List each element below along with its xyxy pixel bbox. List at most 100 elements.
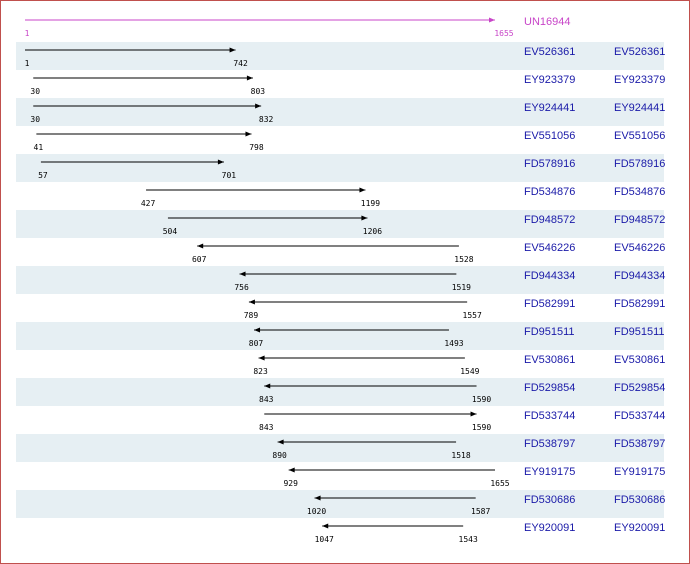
alignment-end-label: 1557 (463, 311, 482, 320)
alignment-id2-link[interactable]: FD538797 (614, 438, 666, 450)
alignment-row (16, 378, 664, 406)
arrow-head (229, 47, 236, 53)
alignment-id2-link[interactable]: EY919175 (614, 466, 666, 478)
alignment-id-link[interactable]: EV551056 (524, 130, 576, 142)
alignment-end-label: 798 (249, 143, 264, 152)
alignment-start-label: 807 (249, 339, 264, 348)
alignment-start-label: 1 (25, 59, 30, 68)
arrow-head (361, 215, 368, 221)
arrow-head (245, 131, 252, 137)
arrow-head (217, 159, 224, 165)
alignment-id-link[interactable]: FD533744 (524, 410, 576, 422)
alignment-id-link[interactable]: FD582991 (524, 298, 576, 310)
arrow-head (255, 103, 262, 109)
alignment-id-link[interactable]: FD529854 (524, 382, 576, 394)
alignment-id-link[interactable]: EV526361 (524, 46, 576, 58)
arrow-head (314, 495, 321, 501)
alignment-row (16, 154, 664, 182)
alignment-end-label: 1199 (361, 199, 380, 208)
alignment-id2-link[interactable]: EV551056 (614, 130, 666, 142)
arrow-head (470, 411, 477, 417)
arrow-head (277, 439, 284, 445)
alignment-id-link[interactable]: FD948572 (524, 214, 576, 226)
alignment-id2-link[interactable]: FD582991 (614, 298, 666, 310)
alignment-arrow (277, 439, 457, 445)
arrow-head (239, 271, 246, 277)
alignment-end-label: 701 (222, 171, 237, 180)
alignment-row (16, 42, 664, 70)
alignment-start-label: 427 (141, 199, 156, 208)
alignment-id-link[interactable]: EY923379 (524, 74, 576, 86)
arrow-head (254, 327, 261, 333)
alignment-id-link[interactable]: FD944334 (524, 270, 576, 282)
alignment-arrow (248, 299, 468, 305)
reference-id-link[interactable]: UN16944 (524, 16, 571, 28)
alignment-id-link[interactable]: EY924441 (524, 102, 576, 114)
alignment-end-label: 1528 (454, 255, 473, 264)
alignment-arrow (197, 243, 459, 249)
alignment-arrow (288, 467, 495, 473)
alignment-id2-link[interactable]: EY923379 (614, 74, 666, 86)
alignment-id-link[interactable]: FD578916 (524, 158, 576, 170)
alignment-arrow (40, 159, 224, 165)
alignment-start-label: 1020 (307, 507, 326, 516)
alignment-id2-link[interactable]: FD530686 (614, 494, 666, 506)
alignment-start-label: 823 (253, 367, 268, 376)
alignment-end-label: 1493 (444, 339, 463, 348)
alignment-start-label: 843 (259, 395, 274, 404)
reference-arrow (25, 17, 495, 23)
alignment-id2-link[interactable]: FD529854 (614, 382, 666, 394)
alignment-arrow (146, 187, 366, 193)
alignment-arrow (254, 327, 449, 333)
alignment-id-link[interactable]: FD951511 (524, 326, 575, 338)
alignment-id-link[interactable]: FD530686 (524, 494, 576, 506)
arrow-head (197, 243, 204, 249)
alignment-end-label: 1587 (471, 507, 490, 516)
alignment-end-label: 1655 (490, 479, 509, 488)
alignment-id2-link[interactable]: EY924441 (614, 102, 666, 114)
alignment-arrow (239, 271, 457, 277)
alignment-end-label: 1543 (459, 535, 478, 544)
alignment-arrow (25, 47, 236, 53)
alignment-id-link[interactable]: EY919175 (524, 466, 576, 478)
alignment-id-link[interactable]: EY920091 (524, 522, 576, 534)
alignment-end-label: 1519 (452, 283, 471, 292)
alignment-arrow (33, 103, 262, 109)
alignment-arrow (167, 215, 368, 221)
alignment-row (16, 210, 664, 238)
alignment-arrow (322, 523, 464, 529)
alignment-id-link[interactable]: EV546226 (524, 242, 576, 254)
alignment-end-label: 1590 (472, 395, 491, 404)
alignment-id2-link[interactable]: FD578916 (614, 158, 666, 170)
alignment-id2-link[interactable]: FD533744 (614, 410, 666, 422)
alignment-end-label: 1206 (363, 227, 382, 236)
alignment-id2-link[interactable]: EY920091 (614, 522, 666, 534)
alignment-id-link[interactable]: FD534876 (524, 186, 576, 198)
alignment-start-label: 929 (283, 479, 298, 488)
reference-end-label: 1655 (494, 29, 513, 38)
arrow-head (248, 299, 255, 305)
alignment-id2-link[interactable]: EV546226 (614, 242, 666, 254)
alignment-id2-link[interactable]: FD951511 (614, 326, 665, 338)
arrow-head (359, 187, 366, 193)
alignment-id2-link[interactable]: FD944334 (614, 270, 666, 282)
arrow-head (258, 355, 265, 361)
alignment-start-label: 504 (163, 227, 178, 236)
arrow-head (322, 523, 329, 529)
alignment-end-label: 742 (233, 59, 248, 68)
alignment-arrow (33, 75, 253, 81)
alignment-id2-link[interactable]: FD948572 (614, 214, 666, 226)
alignment-start-label: 756 (234, 283, 249, 292)
alignment-id2-link[interactable]: FD534876 (614, 186, 666, 198)
alignment-id-link[interactable]: FD538797 (524, 438, 576, 450)
alignment-id2-link[interactable]: EV526361 (614, 46, 666, 58)
alignment-end-label: 1590 (472, 423, 491, 432)
alignment-arrow (264, 411, 477, 417)
alignment-start-label: 843 (259, 423, 274, 432)
alignment-end-label: 1549 (460, 367, 479, 376)
alignment-id2-link[interactable]: EV530861 (614, 354, 666, 366)
alignment-end-label: 832 (259, 115, 274, 124)
alignment-id-link[interactable]: EV530861 (524, 354, 576, 366)
